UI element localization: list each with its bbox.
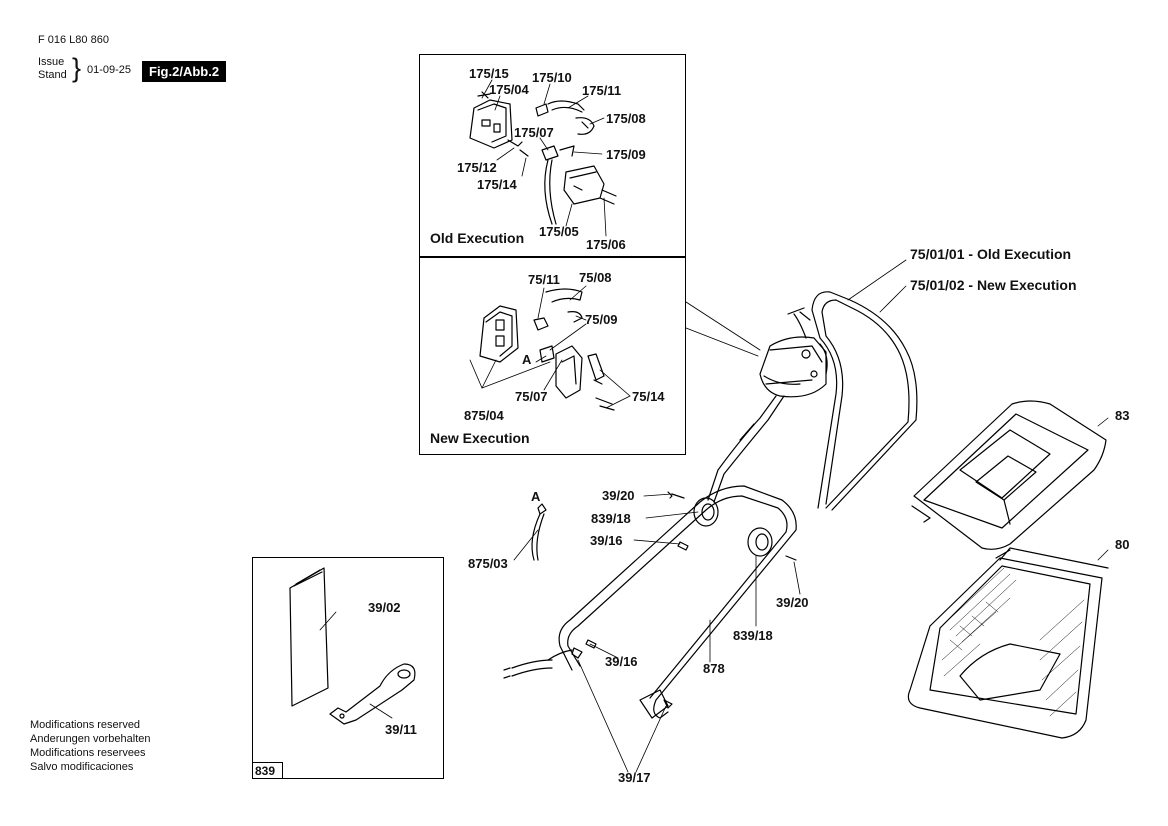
old-execution-title: Old Execution xyxy=(430,230,525,246)
callout-39-16-upper: 39/16 xyxy=(590,533,623,548)
callout-39-17: 39/17 xyxy=(618,770,651,785)
kit-frame xyxy=(252,557,444,779)
callout-a-new: A xyxy=(522,352,532,367)
callout-875-03: 875/03 xyxy=(468,556,508,571)
callout-75-09: 75/09 xyxy=(585,312,618,327)
callout-39-16-lower: 39/16 xyxy=(605,654,638,669)
upper-handle xyxy=(787,291,918,511)
callout-80: 80 xyxy=(1115,537,1130,552)
callout-175-08: 175/08 xyxy=(606,111,646,126)
callout-39-20-right: 39/20 xyxy=(776,595,809,610)
issue-date: 01-09-25 xyxy=(87,64,132,76)
callout-175-06: 175/06 xyxy=(586,237,626,252)
old-switch-cover xyxy=(469,91,513,149)
callout-handle-new: 75/01/02 - New Execution xyxy=(910,277,1077,293)
callout-839-18-right: 839/18 xyxy=(733,628,773,643)
callout-175-09: 175/09 xyxy=(606,147,646,162)
callout-175-14: 175/14 xyxy=(477,177,517,192)
callout-875-04: 875/04 xyxy=(464,408,504,423)
stand-label: Stand xyxy=(38,69,67,81)
callout-75-11: 75/11 xyxy=(528,272,560,287)
note-anderungen: Anderungen vorbehalten xyxy=(30,733,151,745)
note-salvo: Salvo modificaciones xyxy=(30,761,134,773)
new-execution-title: New Execution xyxy=(430,430,530,446)
brace-icon: } xyxy=(72,53,82,83)
new-leaders xyxy=(469,285,631,409)
callout-75-07: 75/07 xyxy=(515,389,548,404)
switch-housing xyxy=(759,336,827,398)
knob-left xyxy=(693,497,719,527)
zoom-line-lower xyxy=(685,327,759,357)
grass-box-basket xyxy=(907,547,1109,739)
new-switch-cover xyxy=(479,305,519,363)
new-execution-frame xyxy=(419,257,686,455)
callout-83: 83 xyxy=(1115,408,1130,423)
callout-175-07: 175/07 xyxy=(514,125,554,140)
grass-box-lid xyxy=(911,400,1109,550)
issue-label: Issue xyxy=(38,56,65,68)
zoom-line-upper xyxy=(685,301,761,351)
callout-175-05: 175/05 xyxy=(539,224,579,239)
callout-39-02: 39/02 xyxy=(368,600,401,615)
kit-number: 839 xyxy=(252,762,283,779)
screws xyxy=(571,491,797,709)
callout-175-04: 175/04 xyxy=(489,82,529,97)
note-modifications: Modifications reserved xyxy=(30,719,141,731)
callout-75-08: 75/08 xyxy=(579,270,612,285)
callout-878: 878 xyxy=(703,661,725,676)
callout-175-12: 175/12 xyxy=(457,160,497,175)
callout-839-18-left: 839/18 xyxy=(591,511,631,526)
callout-175-11: 175/11 xyxy=(582,83,622,98)
callout-39-20-upper: 39/20 xyxy=(602,488,635,503)
knob-right xyxy=(747,527,773,557)
cable xyxy=(707,395,785,503)
callout-175-15: 175/15 xyxy=(469,66,509,81)
main-leaders xyxy=(513,259,907,773)
spanner-tool xyxy=(329,663,416,725)
callout-75-14: 75/14 xyxy=(632,389,665,404)
old-execution-frame xyxy=(419,54,686,257)
old-switch-parts xyxy=(507,100,617,225)
basket-mesh xyxy=(941,567,1085,717)
document-number: F 016 L80 860 xyxy=(38,34,109,46)
callout-175-10: 175/10 xyxy=(532,70,572,85)
cable-clip-a xyxy=(531,503,547,561)
callout-handle-old: 75/01/01 - Old Execution xyxy=(910,246,1072,262)
callout-a-main: A xyxy=(531,489,541,504)
manual-booklet xyxy=(289,567,329,707)
callout-39-11: 39/11 xyxy=(385,722,417,737)
figure-badge: Fig.2/Abb.2 xyxy=(142,61,227,82)
old-leaders xyxy=(481,79,607,237)
kit-leaders xyxy=(319,611,393,719)
note-reservees: Modifications reservees xyxy=(30,747,146,759)
lower-handle xyxy=(503,485,797,719)
